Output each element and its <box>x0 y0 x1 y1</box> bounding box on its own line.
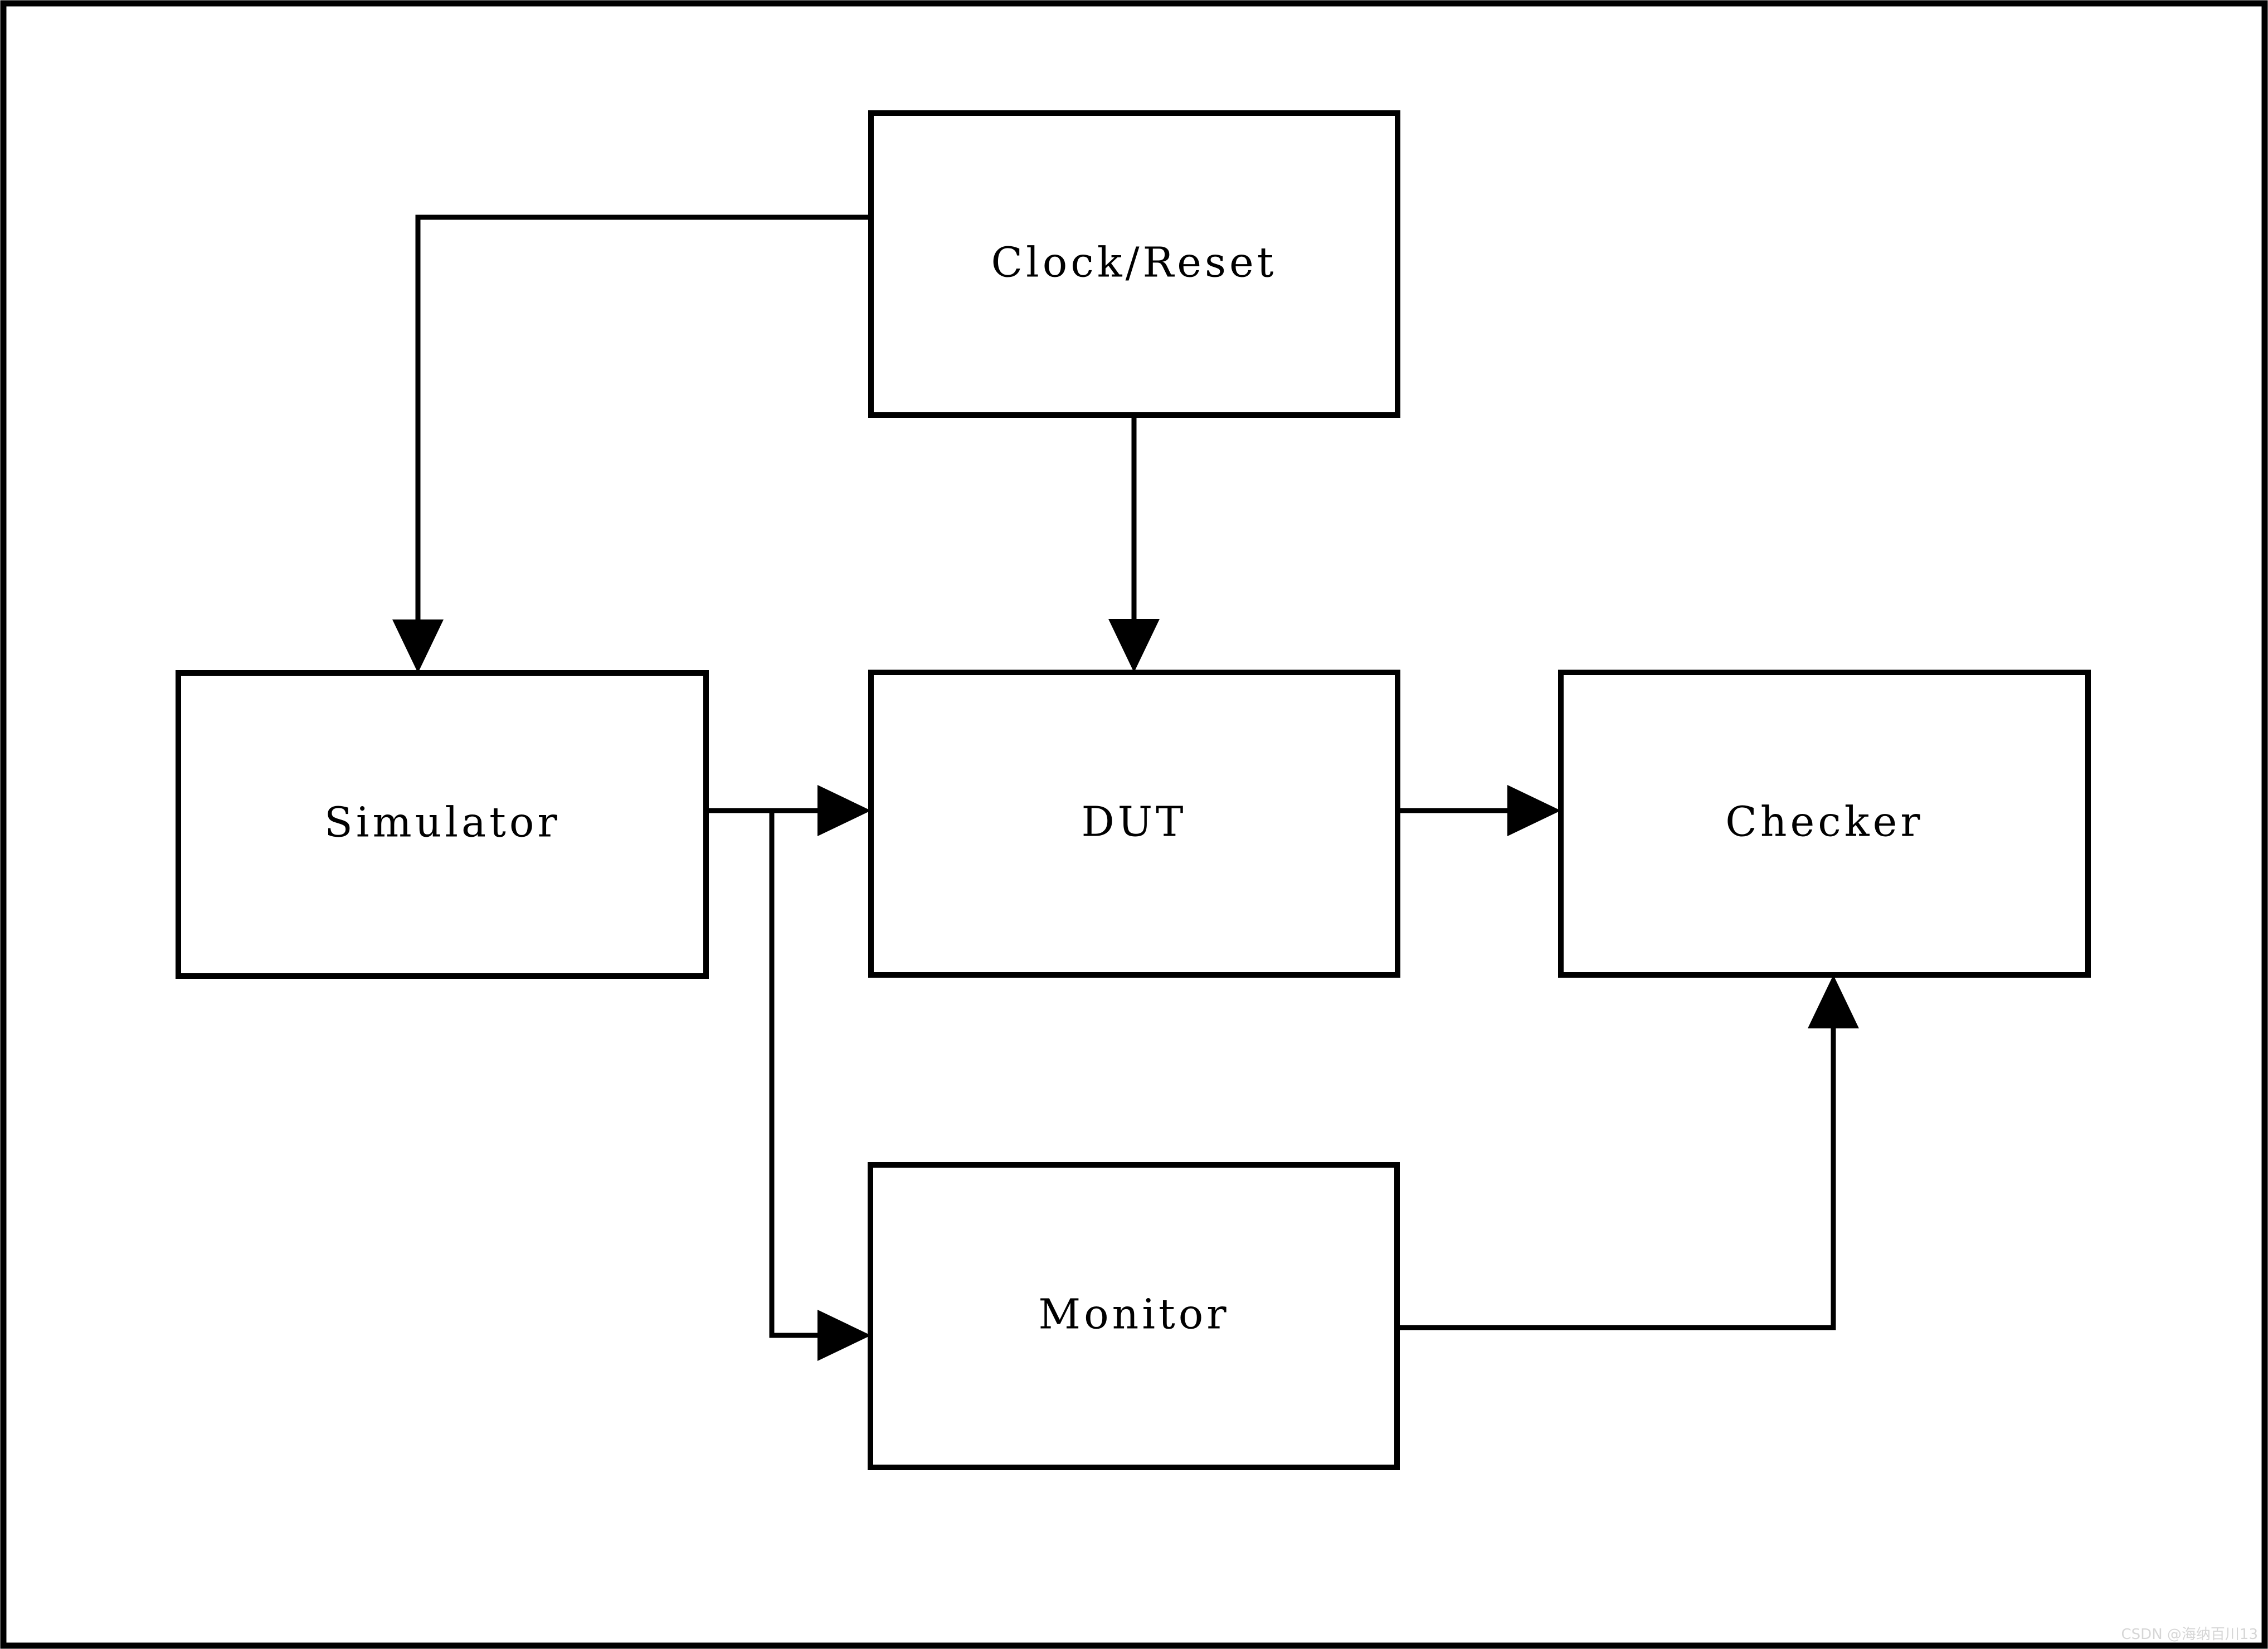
arrowhead-up-checker <box>1808 975 1859 1028</box>
edge-dut-to-checker <box>1398 785 1561 836</box>
node-box-checker[interactable] <box>1558 670 2091 978</box>
edge-line-clock-reset-to-simulator <box>415 214 871 652</box>
edge-clock-reset-to-dut <box>1108 415 1160 672</box>
edge-line-simulator-to-monitor <box>769 811 851 1338</box>
node-label-simulator: Simulator <box>324 798 561 846</box>
edge-simulator-to-monitor <box>769 811 871 1361</box>
node-label-dut: DUT <box>1081 798 1186 846</box>
arrowhead-right-monitor <box>817 1310 871 1361</box>
arrowhead-right-checker <box>1507 785 1561 836</box>
edge-simulator-to-dut <box>706 785 871 836</box>
node-label-checker: Checker <box>1725 798 1924 846</box>
csdn-watermark: CSDN @海纳百川13 <box>2121 1626 2258 1643</box>
arrowhead-right-dut <box>817 785 871 836</box>
node-simulator[interactable]: Simulator <box>176 670 709 979</box>
node-label-monitor: Monitor <box>1038 1290 1229 1338</box>
edges-layer <box>392 214 1859 1361</box>
node-box-simulator[interactable] <box>176 670 709 979</box>
node-monitor[interactable]: Monitor <box>868 1162 1400 1470</box>
arrowhead-down-dut <box>1108 619 1160 672</box>
node-clock-reset[interactable]: Clock/Reset <box>868 110 1400 418</box>
node-box-monitor[interactable] <box>868 1162 1400 1470</box>
node-dut[interactable]: DUT <box>868 670 1400 978</box>
node-box-dut[interactable] <box>868 670 1400 978</box>
node-label-clock-reset: Clock/Reset <box>991 238 1277 286</box>
edge-line-monitor-to-checker <box>1397 997 1836 1330</box>
node-box-clock-reset[interactable] <box>868 110 1400 418</box>
edge-clock-reset-to-simulator <box>392 214 871 673</box>
arrowhead-down-simulator <box>392 619 444 673</box>
node-checker[interactable]: Checker <box>1558 670 2091 978</box>
nodes-layer: Clock/Reset Simulator DUT Checker Monito… <box>176 110 2091 1470</box>
edge-monitor-to-checker <box>1397 975 1859 1330</box>
